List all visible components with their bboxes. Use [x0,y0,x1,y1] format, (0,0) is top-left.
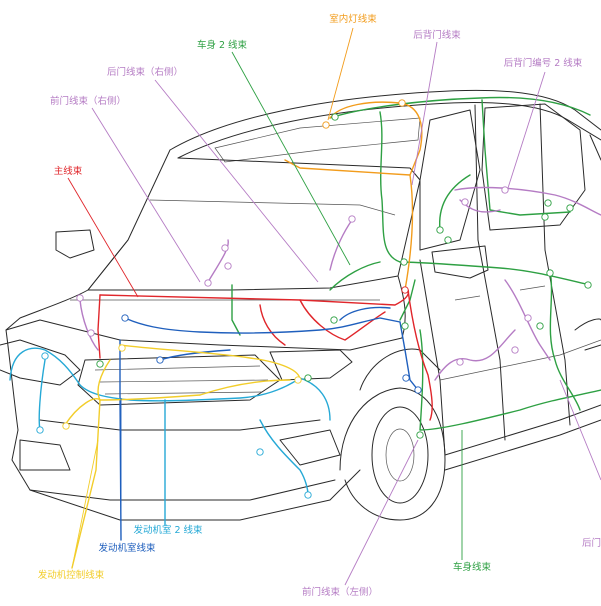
callout-labels: 室内灯线束 后背门线束 车身 2 线束 后门线束（右侧） 后背门编号 2 线束 … [38,13,601,598]
label-main-harness: 主线束 [54,165,83,177]
engine-room2-harness [9,347,331,526]
label-body-harness: 车身线束 [453,561,492,573]
label-rear-door-right-harness: 后门线束（右侧） [107,66,183,78]
engine-control-harness [64,344,301,569]
label-rear-door-cut: 后门 [582,537,601,549]
label-body2-harness: 车身 2 线束 [197,39,248,51]
label-engine-room-harness: 发动机室线束 [98,542,156,554]
connectors [36,99,592,499]
label-room-lamp-harness: 室内灯线束 [329,13,377,25]
label-engine-control-harness: 发动机控制线束 [38,569,105,581]
label-rear-hatch-no2-harness: 后背门编号 2 线束 [504,57,583,69]
car-outline [0,89,601,521]
label-front-door-left-harness: 前门线束（左侧） [302,586,378,598]
leader-lines [67,27,601,586]
label-front-door-right-harness: 前门线束（右侧） [50,95,126,107]
label-engine-room2-harness: 发动机室 2 线束 [133,524,203,536]
body2-harness [231,96,591,411]
label-rear-hatch-harness: 后背门线束 [413,29,461,41]
